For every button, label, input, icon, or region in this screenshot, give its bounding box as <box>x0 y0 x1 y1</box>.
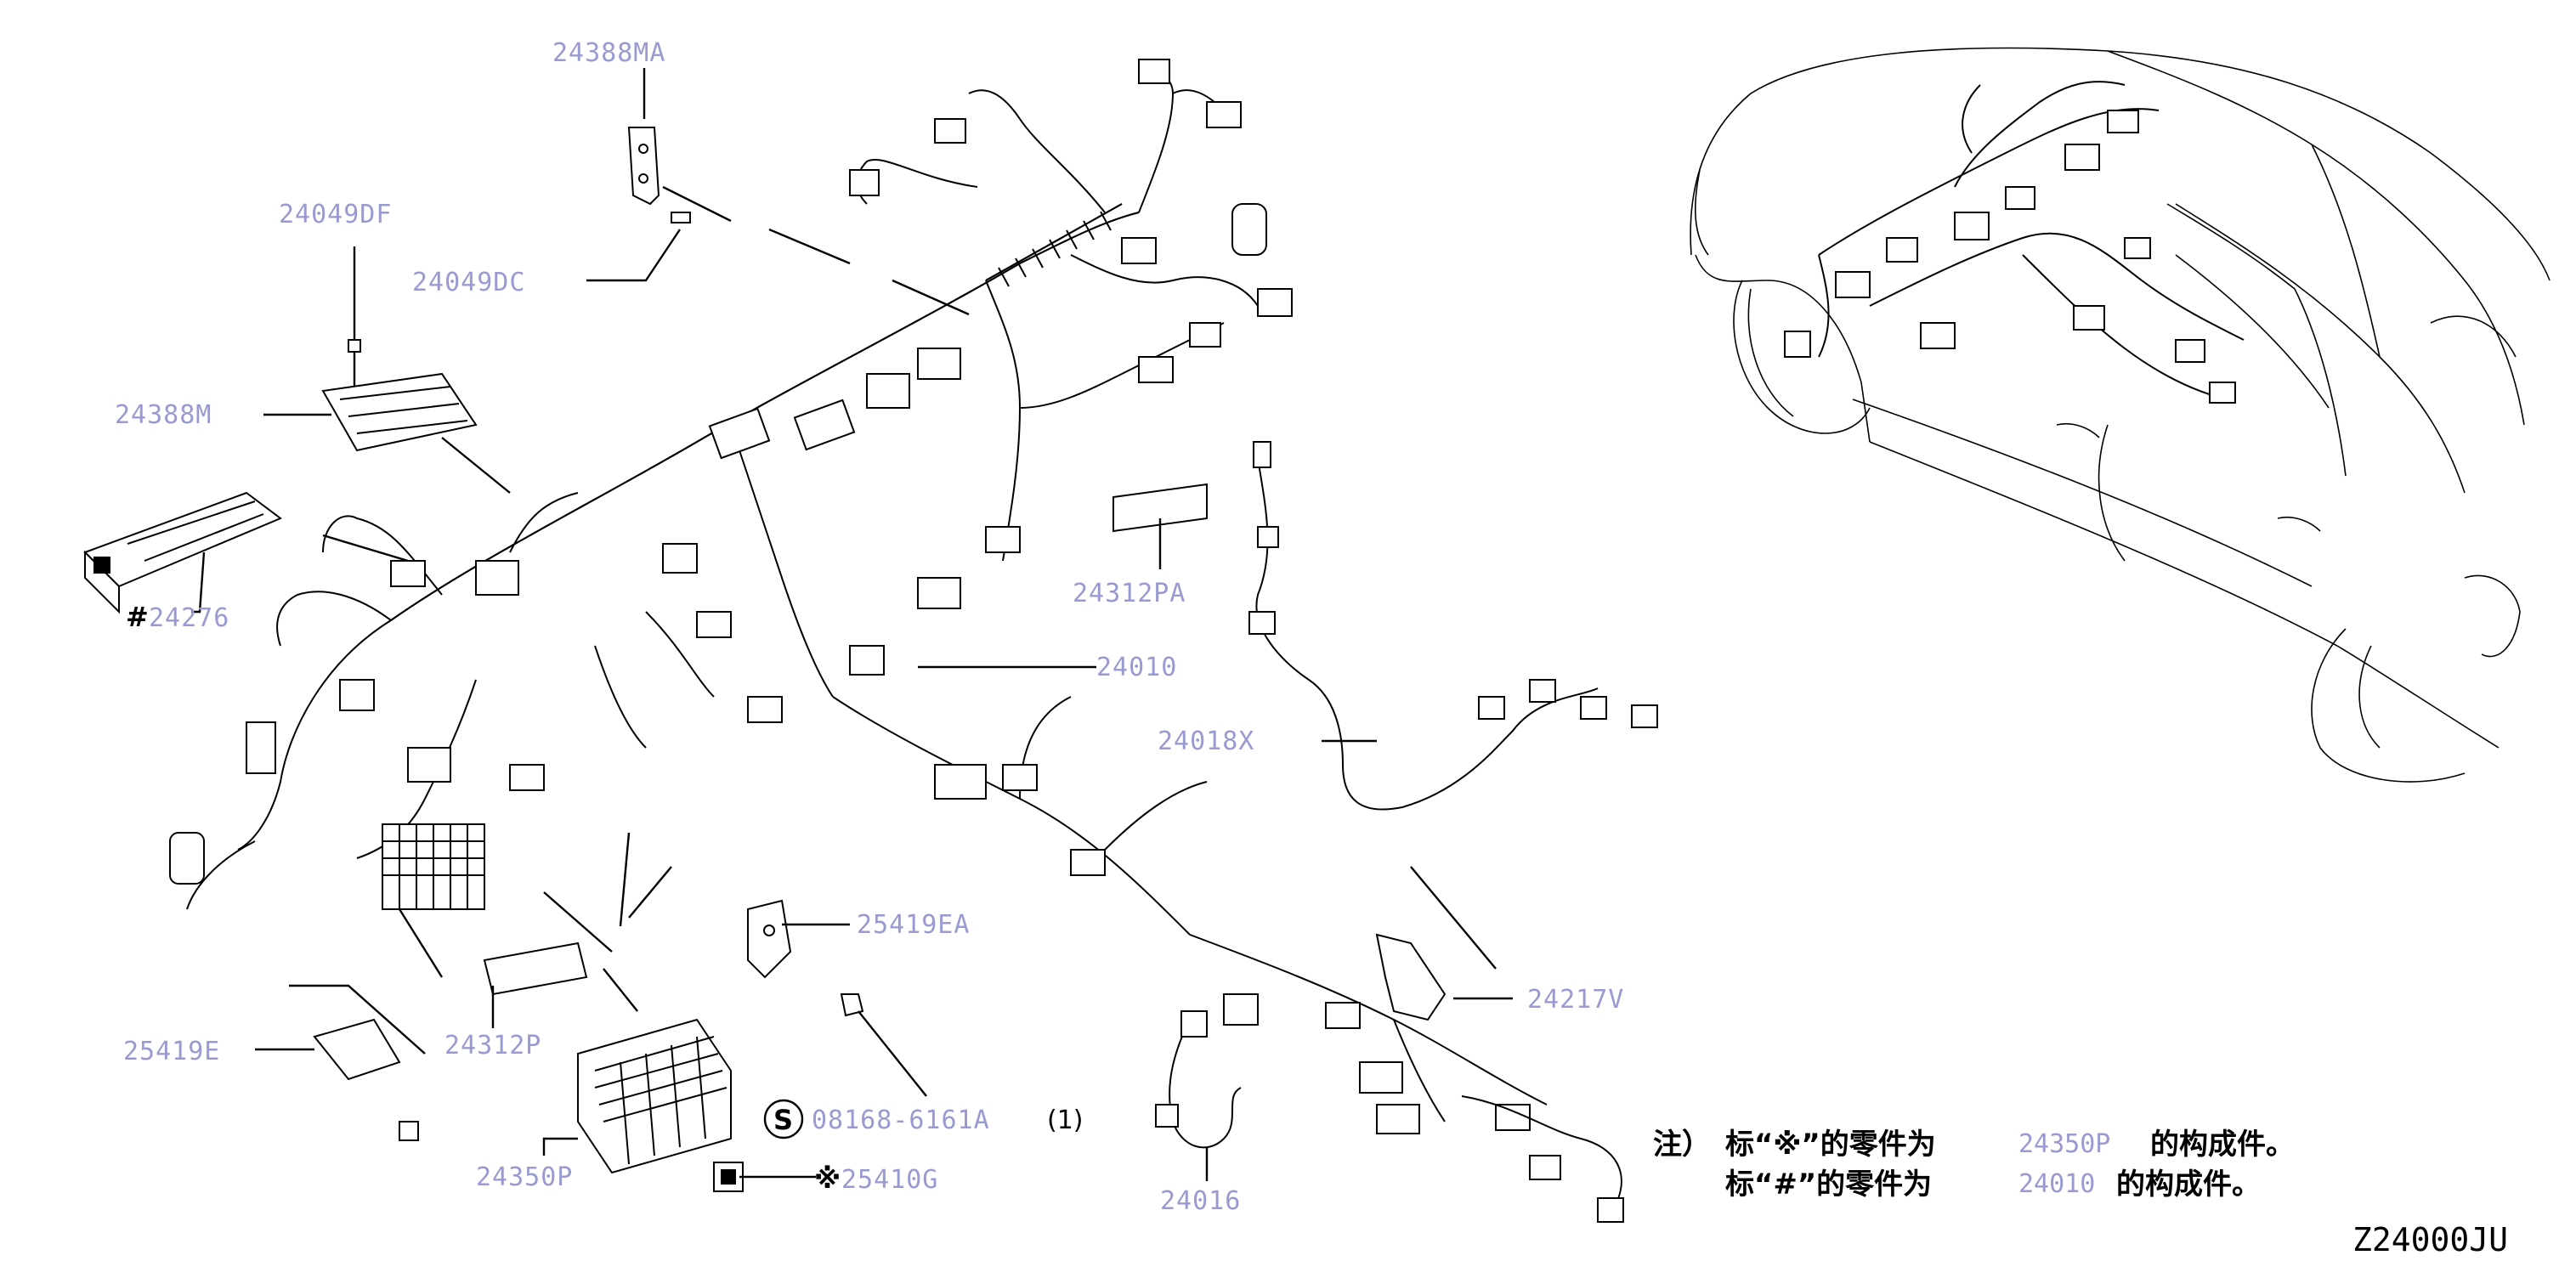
part-label-25410g: 25410G <box>841 1165 938 1195</box>
part-label-25419e: 25419E <box>123 1037 220 1066</box>
part-label-24312p: 24312P <box>444 1031 541 1060</box>
notes: 注） 标“※”的零件为 24350P 的构成件。 标“#”的零件为 24010 … <box>1653 1128 2295 1202</box>
bracket-25419ea <box>747 899 792 979</box>
fuse-block-24350p <box>577 1018 732 1174</box>
corrugated-sleeve <box>985 203 1123 287</box>
bracket-24388ma <box>627 127 691 223</box>
note-2-prefix: 标“#”的零件为 <box>1725 1168 1932 1202</box>
part-label-24276: 24276 <box>149 603 229 633</box>
label-24312pa <box>1112 483 1208 533</box>
harness-right-lower <box>1376 1095 1624 1223</box>
harness-24018x <box>1248 441 1658 811</box>
bracket-25419e <box>313 1018 419 1141</box>
standard-part-mark: S <box>763 1099 804 1139</box>
bracket-24388m <box>321 372 478 452</box>
part-label-24217v: 24217V <box>1527 985 1624 1015</box>
leader-lines <box>191 68 1513 1181</box>
diagram-code: Z24000JU <box>2352 1221 2508 1258</box>
part-label-24018x: 24018X <box>1158 727 1254 756</box>
note-lead: 注） <box>1653 1128 1711 1162</box>
part-label-24312pa: 24312PA <box>1073 579 1186 608</box>
part-prefix-25410g: ※ <box>814 1162 841 1195</box>
part-label-25419ea: 25419EA <box>857 910 970 940</box>
label-24312p <box>483 942 588 996</box>
part-label-24010: 24010 <box>1096 653 1177 682</box>
fuse-25410g <box>713 1162 744 1192</box>
bracket-24217v <box>1375 933 1447 1021</box>
part-label-24049df: 24049DF <box>279 200 392 229</box>
note-1-ref: 24350P <box>2018 1129 2110 1159</box>
part-label-24350p: 24350P <box>476 1162 573 1192</box>
note-1-suffix: 的构成件。 <box>2150 1128 2295 1162</box>
vehicle-outline <box>1690 47 2551 783</box>
part-label-24049dc: 24049DC <box>412 268 525 297</box>
part-label-24016: 24016 <box>1160 1186 1241 1216</box>
junction-block <box>382 823 485 910</box>
part-labels: 24388MA 24049DF 24049DC 24388M # 24276 2… <box>115 38 1624 1216</box>
part-prefix-24276: # <box>126 601 149 633</box>
note-2-ref: 24010 <box>2018 1169 2095 1199</box>
vehicle-harness-inset <box>1784 81 2245 404</box>
note-2-suffix: 的构成件。 <box>2116 1168 2261 1202</box>
part-qty-08168: (1) <box>1047 1105 1084 1135</box>
note-1-prefix: 标“※”的零件为 <box>1725 1128 1936 1162</box>
protector-24276 <box>83 491 282 614</box>
part-label-24388m: 24388M <box>115 400 212 430</box>
harness-24016 <box>1155 1010 1242 1149</box>
bolt-08168 <box>840 993 864 1017</box>
part-label-08168: 08168-6161A <box>812 1105 990 1135</box>
part-prefix-08168: S <box>773 1104 793 1136</box>
harness-connectors <box>169 59 1561 1180</box>
main-harness <box>169 59 1561 1180</box>
part-label-24388ma: 24388MA <box>552 38 665 68</box>
